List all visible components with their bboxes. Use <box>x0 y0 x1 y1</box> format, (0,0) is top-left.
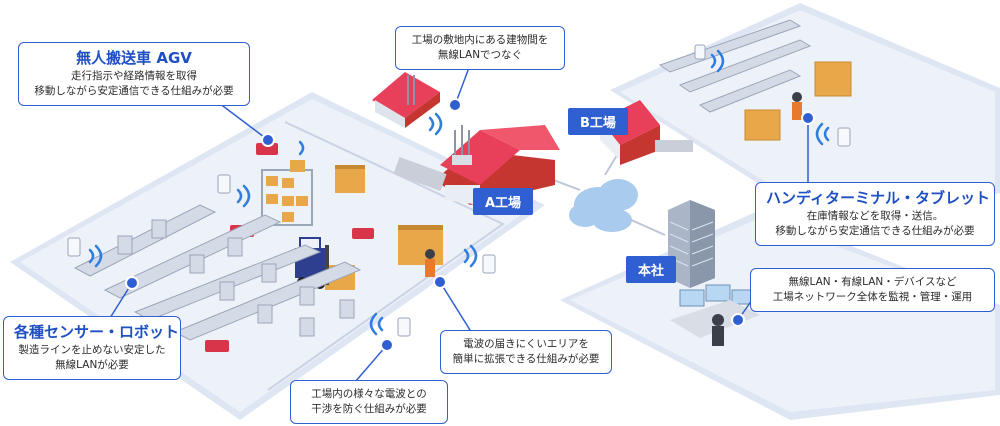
tag-factory-a: A工場 <box>473 188 534 215</box>
access-point-icon <box>67 44 851 337</box>
callout-handy-line-1: 在庫情報などを取得・送信。 <box>806 209 944 222</box>
callout-monitor: 無線LAN・有線LAN・デバイスなど 工場ネットワーク全体を監視・管理・運用 <box>750 268 995 313</box>
callout-buildings-line-2: 無線LANでつなぐ <box>437 49 523 62</box>
network-switch <box>393 156 447 192</box>
callout-coverage: 電波の届きにくいエリアを 簡単に拡張できる仕組みが必要 <box>440 330 612 375</box>
callout-sensors-line-2: 無線LANが必要 <box>55 358 129 371</box>
callout-agv: 無人搬送車 AGV 走行指示や経路情報を取得 移動しながら安定通信できる仕組みが… <box>18 42 250 106</box>
tag-hq: 本社 <box>626 256 677 283</box>
marker-buildings <box>450 100 460 110</box>
cloud-icon <box>569 179 638 232</box>
callout-monitor-line-2: 工場ネットワーク全体を監視・管理・運用 <box>772 291 973 304</box>
production-line <box>73 204 362 341</box>
callout-sensors-line-1: 製造ラインを止めない安定した <box>18 343 166 356</box>
worker <box>425 92 802 277</box>
callout-coverage-line-2: 簡単に拡張できる仕組みが必要 <box>452 353 600 366</box>
callout-interference-line-2: 干渉を防ぐ仕組みが必要 <box>311 403 427 416</box>
marker-sensors <box>127 278 137 288</box>
factory-b-racks <box>658 19 852 141</box>
callout-handy: ハンディターミナル・タブレット 在庫情報などを取得・送信。 移動しながら安定通信… <box>755 182 995 246</box>
callout-interference-line-1: 工場内の様々な電波との <box>311 388 427 400</box>
callout-coverage-line-1: 電波の届きにくいエリアを <box>463 338 589 350</box>
callout-buildings: 工場の敷地内にある建物間を 無線LANでつなぐ <box>395 26 565 71</box>
marker-handy <box>803 113 813 123</box>
callout-sensors-title: 各種センサー・ロボット <box>14 323 180 341</box>
tag-factory-b: B工場 <box>568 108 628 135</box>
callout-agv-title: 無人搬送車 AGV <box>76 49 192 67</box>
storage-rack <box>261 160 313 226</box>
hq-tower <box>668 200 715 288</box>
marker-coverage <box>435 277 445 287</box>
wifi-signal-icon <box>88 49 830 336</box>
callout-interference: 工場内の様々な電波との 干渉を防ぐ仕組みが必要 <box>290 380 448 425</box>
access-point-tower-icon <box>452 125 472 165</box>
marker-monitor <box>733 315 743 325</box>
marker-interference <box>382 340 392 350</box>
callout-handy-title: ハンディターミナル・タブレット <box>766 189 990 207</box>
callout-agv-line-1: 走行指示や経路情報を取得 <box>71 69 197 82</box>
leader-lines <box>109 64 809 383</box>
marker-agv <box>263 135 273 145</box>
monitoring-desk <box>670 284 760 346</box>
callout-monitor-line-1: 無線LAN・有線LAN・デバイスなど <box>788 276 957 288</box>
small-building <box>372 72 440 128</box>
callout-buildings-line-1: 工場の敷地内にある建物間を <box>411 34 549 46</box>
callout-agv-line-2: 移動しながら安定通信できる仕組みが必要 <box>34 84 234 97</box>
callout-sensors: 各種センサー・ロボット 製造ラインを止めない安定した 無線LANが必要 <box>3 316 181 380</box>
callout-handy-line-2: 移動しながら安定通信できる仕組みが必要 <box>775 224 975 237</box>
